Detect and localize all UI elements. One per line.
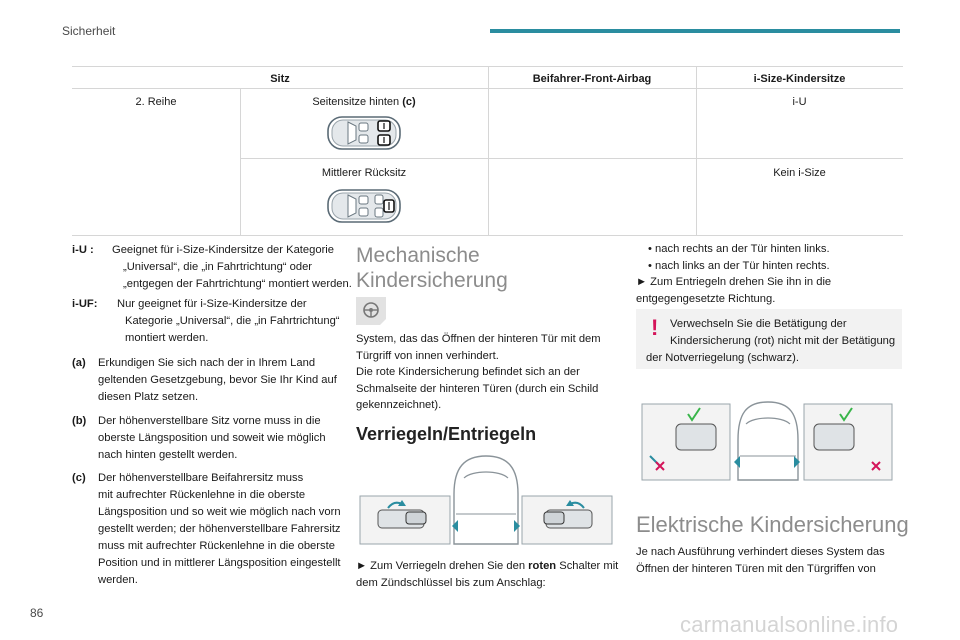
warning-text: Verwechseln Sie die Betätigung der Kinde…: [646, 318, 896, 364]
row-label: 2. Reihe: [135, 96, 177, 108]
table-row-isize: i-U: [792, 96, 807, 108]
child-lock-illustration: [359, 455, 613, 545]
col-header-seat: Sitz: [270, 73, 290, 85]
lock-unlock-heading: Verriegeln/Entriegeln: [356, 424, 537, 444]
warning-icon: !: [651, 315, 659, 340]
mechanical-child-lock-heading: Mechanische Kindersicherung: [356, 244, 508, 292]
table-row-seat: Seitensitze hinten (c): [312, 96, 416, 108]
header-accent-bar: [490, 29, 900, 33]
table-row-seat: Mittlerer Rücksitz: [321, 167, 407, 179]
section-title: Sicherheit: [62, 24, 116, 38]
mech-description: System, das das Öffnen der hinteren Tür …: [356, 333, 601, 411]
electric-child-lock-heading: Elektrische Kindersicherung: [636, 512, 909, 537]
car-top-view-icon: [327, 189, 401, 223]
table-row-isize: Kein i-Size: [773, 167, 826, 179]
car-top-view-icon: [327, 116, 401, 150]
warning-box: ! Verwechseln Sie die Betätigung der Kin…: [636, 309, 902, 369]
lock-instruction: ► Zum Verriegeln drehen Sie den roten Sc…: [356, 560, 619, 589]
steering-wheel-icon: [356, 297, 386, 325]
watermark: carmanualsonline.info: [680, 612, 899, 637]
electric-description: Je nach Ausführung verhindert dieses Sys…: [636, 546, 885, 575]
page-number: 86: [30, 606, 44, 620]
unlock-instruction: ► Zum Entriegeln drehen Sie ihn in die e…: [636, 276, 832, 305]
col-header-airbag: Beifahrer-Front-Airbag: [532, 73, 652, 85]
door-lock-illustration: [641, 401, 893, 481]
child-seat-table: Sitz Beifahrer-Front-Airbag i-Size-Kinde…: [72, 66, 903, 236]
bullet-list: • nach rechts an der Tür hinten links. •…: [648, 243, 830, 272]
col-header-isize: i-Size-Kindersitze: [753, 73, 846, 85]
